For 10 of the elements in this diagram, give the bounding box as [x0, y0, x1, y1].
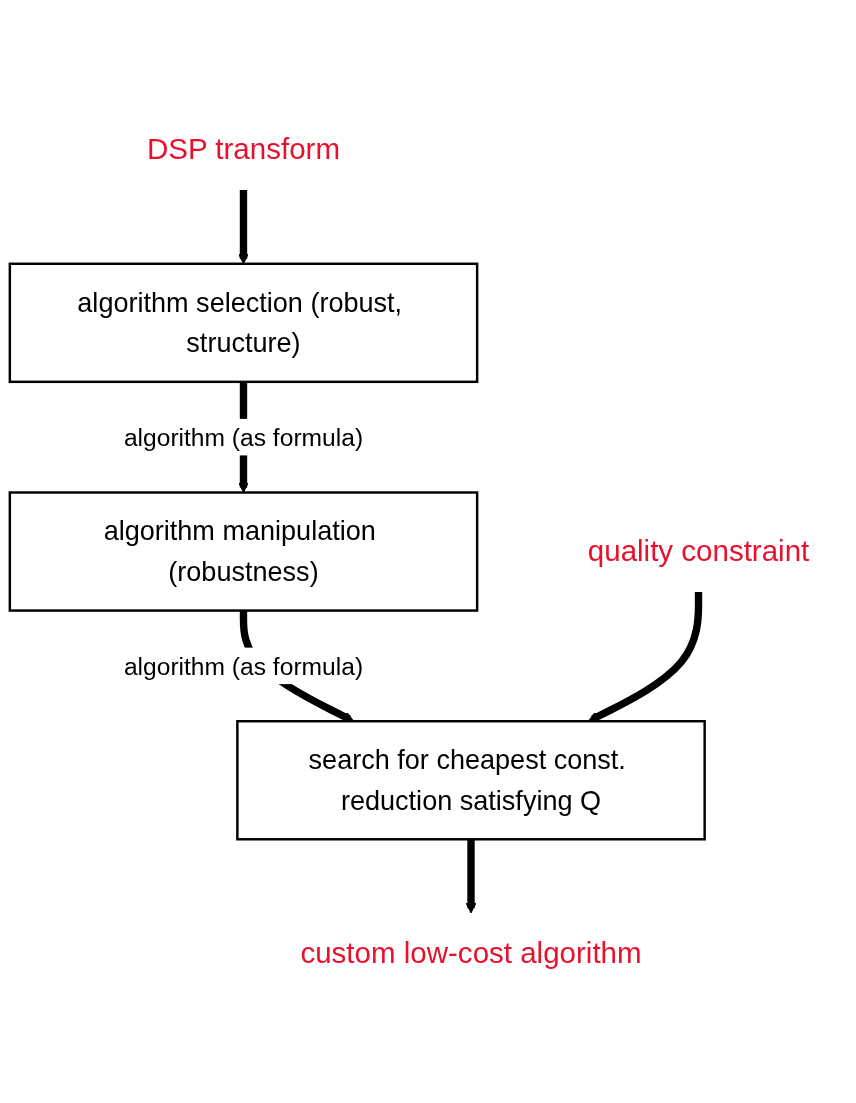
node-box: search for cheapest const. reduction satisfying Q: [236, 719, 706, 841]
edge-label: algorithm (as formula): [123, 652, 364, 680]
node-box: algorithm manipulation (robustness): [8, 491, 479, 612]
node-box: algorithm selection (robust, structure): [8, 262, 479, 384]
node-text: custom low-cost algorithm: [300, 936, 642, 970]
node-text: DSP transform: [146, 132, 340, 166]
node-text: quality constraint: [587, 534, 810, 568]
arrow: [238, 189, 249, 265]
arrow: [465, 839, 477, 914]
edge-label: algorithm (as formula): [123, 423, 364, 451]
